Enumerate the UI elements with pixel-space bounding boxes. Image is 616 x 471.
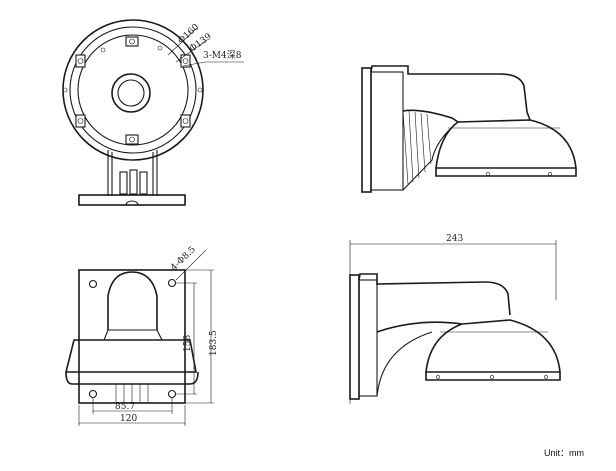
total-height-label: 183.5 [209,330,219,356]
support-bracket [78,150,186,206]
side-view-bottom [349,240,561,404]
arm-length-label: 243 [446,234,463,244]
center-hub-outer [111,73,151,113]
side-view-top [361,65,577,193]
hole-spacing-vertical-label: 158 [183,335,193,352]
center-hub-inner [117,79,145,107]
unit-label: Unit：mm [544,448,584,458]
wall-plate-2 [349,274,360,400]
back-plate [78,269,186,404]
inner-ring-circle [69,26,197,154]
wall-plate [361,67,372,193]
mounting-face-circle [77,34,189,146]
base-width-label: 120 [120,414,137,424]
screw-spec-label: 3-M4深8 [203,50,242,61]
hole-spec-label: 4-Φ8.5 [169,245,198,274]
mounting-lugs [62,36,203,145]
front-view [64,249,214,426]
top-view [62,19,244,206]
hole-spacing-horizontal-label: 85.7 [115,402,135,412]
